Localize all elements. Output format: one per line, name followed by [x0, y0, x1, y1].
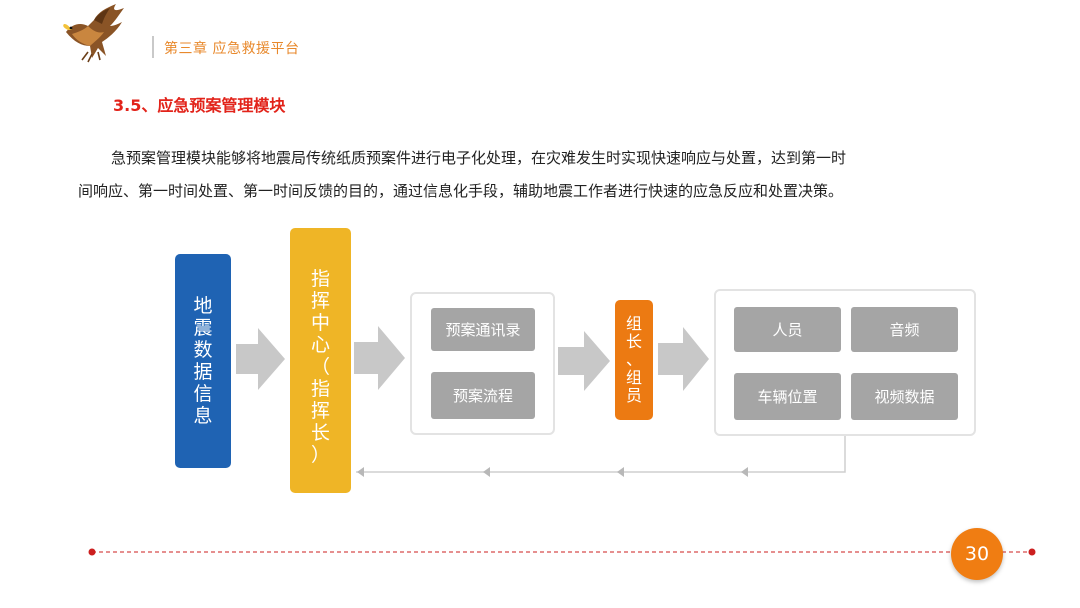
earthquake-data-char: 震 [193, 317, 213, 339]
command-center-char: 长 [310, 422, 330, 444]
eagle-logo-icon [63, 4, 124, 63]
earthquake-data-char: 数 [193, 339, 213, 361]
plan-group: 预案通讯录 预案流程 [410, 292, 555, 435]
resource-group: 人员 音频 车辆位置 视频数据 [714, 289, 976, 436]
command-center-char: 中 [310, 312, 330, 334]
command-center-char: 心 [310, 334, 330, 356]
flow-arrow-4 [658, 327, 709, 391]
feedback-arrowhead-3 [483, 467, 490, 477]
earthquake-data-char: 信 [193, 383, 213, 405]
team-char: 员 [625, 386, 642, 405]
feedback-arrowhead-1 [741, 467, 748, 477]
flow-arrow-3 [558, 331, 610, 391]
team-char: 组 [625, 314, 642, 333]
footer-dot-right [1028, 548, 1036, 556]
feedback-line [356, 436, 846, 473]
team-char: 长 [625, 332, 642, 351]
personnel-box: 人员 [734, 307, 841, 352]
video-data-box: 视频数据 [851, 373, 958, 420]
team-char: 、 [625, 350, 642, 369]
team-char: 组 [625, 368, 642, 387]
feedback-arrowhead-4 [357, 467, 364, 477]
section-title: 3.5、应急预案管理模块 [113, 96, 286, 115]
plan-process-box: 预案流程 [431, 372, 535, 419]
footer-dot-left [88, 548, 96, 556]
paragraph-line-1: 急预案管理模块能够将地震局传统纸质预案件进行电子化处理，在灾难发生时实现快速响应… [111, 149, 847, 167]
command-center-char: 挥 [310, 400, 330, 422]
command-center-char: （ [310, 356, 330, 378]
earthquake-data-char: 息 [193, 405, 213, 427]
earthquake-data-char: 地 [193, 295, 213, 317]
earthquake-data-char: 据 [193, 361, 213, 383]
command-center-box: 指 挥 中 心 （ 指 挥 长 ） [290, 228, 351, 493]
feedback-arrowhead-2 [617, 467, 624, 477]
command-center-char: 挥 [310, 290, 330, 312]
flow-arrow-2 [354, 326, 405, 390]
chapter-title: 第三章 应急救援平台 [164, 41, 300, 57]
header-divider [152, 36, 154, 58]
vehicle-location-box: 车辆位置 [734, 373, 841, 420]
command-center-char: ） [310, 444, 330, 466]
command-center-char: 指 [310, 378, 330, 400]
paragraph-line-2: 间响应、第一时间处置、第一时间反馈的目的，通过信息化手段，辅助地震工作者进行快速… [78, 182, 844, 200]
command-center-char: 指 [310, 268, 330, 290]
flow-arrow-1 [236, 328, 285, 390]
plan-contacts-box: 预案通讯录 [431, 308, 535, 351]
team-box: 组 长 、 组 员 [615, 300, 653, 420]
audio-box: 音频 [851, 307, 958, 352]
earthquake-data-box: 地 震 数 据 信 息 [175, 254, 231, 468]
page-number-badge: 30 [951, 528, 1003, 580]
